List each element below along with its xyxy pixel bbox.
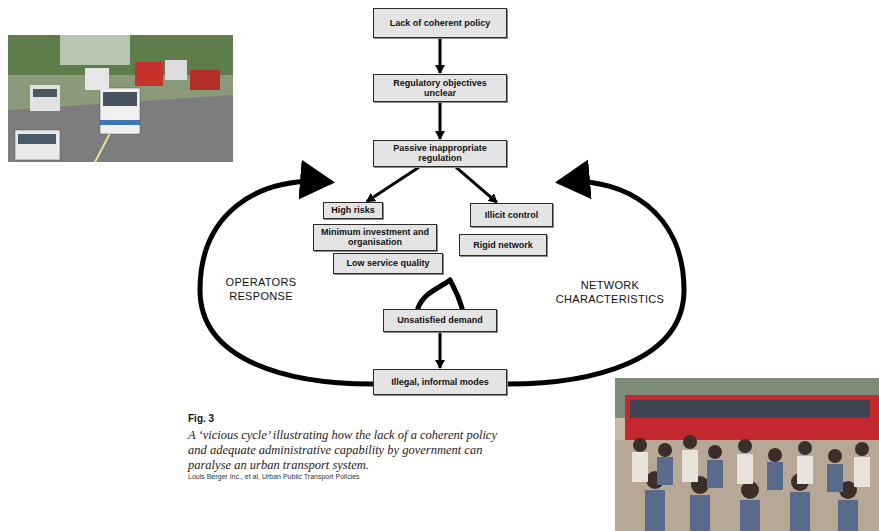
box-text-group: Minimum investment and organisation [318, 227, 432, 248]
box-text-group: Rigid network [473, 240, 533, 250]
box-text-group: Passive inappropriate regulation [378, 143, 502, 164]
box-label: Passive inappropriate regulation [378, 143, 502, 164]
flow-arrow [367, 167, 419, 201]
cycle-loops [200, 181, 684, 384]
box-label: Regulatory objectives unclear [378, 78, 502, 99]
box-label: Minimum investment and organisation [318, 227, 432, 248]
box-text-group: Lack of coherent policy [390, 18, 491, 28]
box-label: Unsatisfied demand [397, 315, 483, 325]
process-box: Regulatory objectives unclear [373, 74, 507, 102]
figure-caption: A ‘vicious cycle’ illustrating how the l… [188, 428, 518, 473]
box-text-group: Low service quality [346, 258, 429, 268]
box-label: Illegal, informal modes [391, 377, 489, 387]
source-note: Louis Berger Inc., et al, Urban Public T… [188, 473, 488, 480]
process-box: Rigid network [459, 234, 547, 256]
flow-arrow [439, 333, 442, 368]
process-box: Minimum investment and organisation [313, 224, 437, 251]
flow-arrow [456, 167, 497, 202]
box-text-group: Illegal, informal modes [391, 377, 489, 387]
flow-arrow [439, 39, 442, 73]
process-box: Illegal, informal modes [373, 369, 507, 395]
process-box: Lack of coherent policy [373, 8, 507, 38]
flow-arrow [439, 103, 442, 139]
process-box: Unsatisfied demand [383, 309, 497, 332]
process-box: Illicit control [470, 203, 553, 227]
box-text-group: Regulatory objectives unclear [378, 78, 502, 99]
process-box: High risks [323, 202, 383, 219]
box-label: Rigid network [473, 240, 533, 250]
box-text-group: Unsatisfied demand [397, 315, 483, 325]
box-text-group: Illicit control [485, 210, 539, 220]
loop-label: NETWORK CHARACTERISTICS [548, 279, 672, 307]
process-box: Low service quality [333, 253, 443, 274]
box-label: Lack of coherent policy [390, 18, 491, 28]
process-box: Passive inappropriate regulation [373, 140, 507, 167]
box-label: Low service quality [346, 258, 429, 268]
figure-number: Fig. 3 [188, 413, 268, 424]
loop-label: OPERATORS RESPONSE [212, 276, 310, 304]
crowd-photo [615, 378, 879, 531]
box-text-group: High risks [331, 205, 375, 215]
box-label: Illicit control [485, 210, 539, 220]
box-label: High risks [331, 205, 375, 215]
street-photo [8, 35, 233, 162]
